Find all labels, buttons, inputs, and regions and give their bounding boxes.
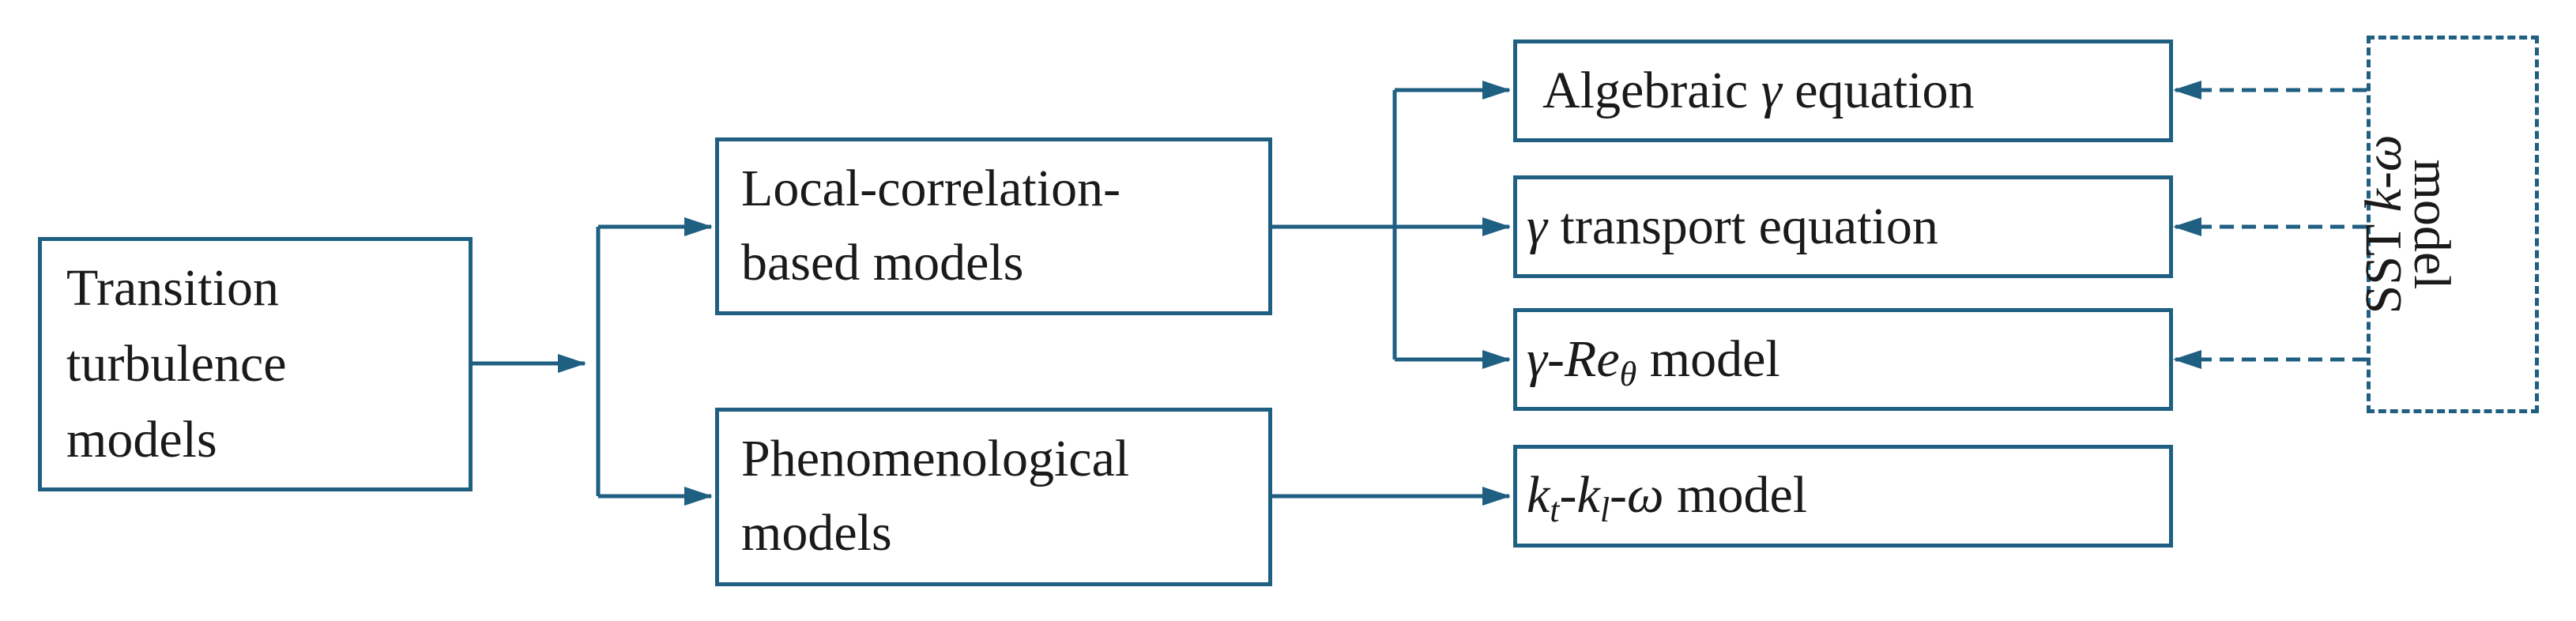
transport-gamma-symbol: γ xyxy=(1527,198,1548,255)
node-algebraic-gamma-equation xyxy=(1513,40,2173,142)
ktkl-k2: k xyxy=(1576,466,1600,524)
node-sst-k-omega-model xyxy=(2367,36,2539,413)
node-algebraic-label: Algebraic γ equation xyxy=(1542,54,1974,128)
node-kt-kl-omega-model xyxy=(1513,445,2173,548)
algebraic-text-post: equation xyxy=(1781,62,1975,119)
node-phenom-label-line1: Phenomenological xyxy=(741,430,1130,487)
algebraic-gamma-symbol: γ xyxy=(1761,62,1782,119)
ktkl-sub-t: t xyxy=(1550,491,1560,529)
node-ktkl-label: kt-kl-ω model xyxy=(1527,458,1807,533)
node-gamma-transport-equation xyxy=(1513,175,2173,278)
node-gamma-re-label: γ-Reθ model xyxy=(1527,322,1780,397)
ktkl-sub-l: l xyxy=(1599,491,1610,529)
node-gamma-re-theta-model xyxy=(1513,308,2173,411)
node-phenomenological-models xyxy=(715,408,1272,586)
node-phenom-label-line2: models xyxy=(741,504,892,562)
gamma-re-dash: - xyxy=(1547,330,1565,388)
node-transport-label: γ transport equation xyxy=(1527,190,1938,264)
algebraic-text-pre: Algebraic xyxy=(1542,62,1761,119)
ktkl-dash1: - xyxy=(1559,466,1577,524)
gamma-re-gamma-symbol: γ xyxy=(1527,330,1548,388)
node-transition-turbulence-models xyxy=(38,237,473,491)
node-transition-label-line1: Transition xyxy=(66,259,279,317)
ktkl-omega: ω xyxy=(1627,466,1664,524)
ktkl-text-post: model xyxy=(1663,466,1808,524)
transport-text-post: transport equation xyxy=(1547,198,1938,255)
ktkl-dash2: - xyxy=(1610,466,1628,524)
ktkl-k1: k xyxy=(1527,466,1550,524)
node-transition-label-line2: turbulence xyxy=(66,335,287,393)
node-local-correlation-based-models xyxy=(715,137,1272,315)
node-local-label-line2: based models xyxy=(741,234,1024,292)
gamma-re-theta-subscript: θ xyxy=(1619,355,1637,393)
node-transition-label-line3: models xyxy=(66,411,217,469)
node-sst-label-line2: model xyxy=(2403,159,2461,290)
gamma-re-re: Re xyxy=(1565,330,1620,388)
node-local-label-line1: Local-correlation- xyxy=(741,160,1121,217)
gamma-re-text-post: model xyxy=(1636,330,1780,388)
